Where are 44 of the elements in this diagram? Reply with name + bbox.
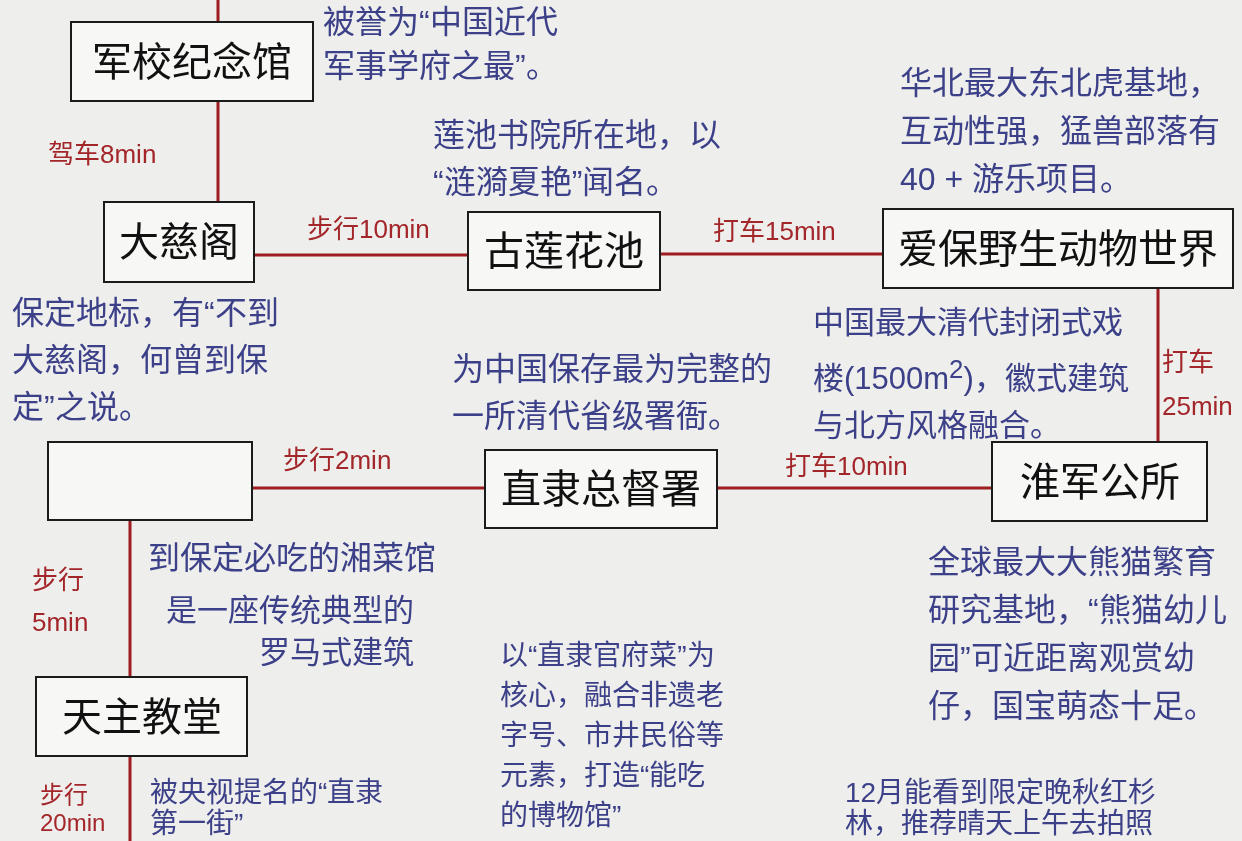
place-name: 爱保野生动物世界 bbox=[898, 225, 1218, 273]
place-box bbox=[882, 208, 1234, 289]
description-text: 莲池书院所在地，以“涟漪夏艳”闻名。 bbox=[433, 116, 722, 202]
place-name: 大慈阁 bbox=[119, 219, 239, 266]
travel-time-label: 步行5min bbox=[32, 564, 90, 639]
description-text: 为中国保存最为完整的一所清代省级署衙。 bbox=[452, 350, 773, 436]
route-line bbox=[718, 486, 991, 490]
description-text: 华北最大东北虎基地，互动性强，猛兽部落有 40 + 游乐项目。 bbox=[900, 64, 1221, 199]
travel-time-label: 驾车8min bbox=[48, 139, 158, 169]
travel-time-label: 打车15min bbox=[713, 216, 837, 246]
travel-time-label: 打车10min bbox=[785, 451, 909, 481]
route-line bbox=[1156, 289, 1160, 441]
description-text: 中国最大清代封闭式戏楼(1500m$^{2}$)，徽式建筑与北方风格融合。 bbox=[813, 304, 1130, 446]
route-line bbox=[661, 252, 882, 256]
description-text: 到保定必吃的湘菜馆 bbox=[148, 539, 437, 578]
route-line bbox=[216, 0, 220, 21]
place-name: 淮军公所 bbox=[1019, 458, 1180, 506]
route-line bbox=[128, 757, 132, 841]
description-text: 是一座传统典型的罗马式建筑 bbox=[165, 592, 414, 672]
place-box bbox=[70, 21, 314, 102]
travel-time-label: 打车25min bbox=[1162, 346, 1234, 423]
description-text: 以“直隶官府菜”为核心，融合非遗老字号、市井民俗等元素，打造“能吃的博物馆” bbox=[500, 639, 725, 833]
route-line bbox=[216, 102, 220, 201]
travel-time-label: 步行10min bbox=[307, 214, 431, 244]
place-box bbox=[467, 211, 661, 291]
description-text: 全球最大大熊猫繁育研究基地，“熊猫幼儿园”可近距离观赏幼仔，国宝萌态十足。 bbox=[928, 543, 1228, 726]
travel-time-label: 步行20min bbox=[40, 781, 107, 837]
place-name: 直隶总督署 bbox=[501, 466, 701, 513]
place-box bbox=[47, 441, 253, 521]
route-line bbox=[128, 521, 132, 676]
place-box bbox=[35, 676, 248, 757]
description-text: 被誉为“中国近代军事学府之最”。 bbox=[323, 3, 559, 86]
place-box bbox=[484, 449, 718, 529]
place-name: 古莲花池 bbox=[484, 228, 644, 275]
place-box bbox=[991, 441, 1208, 522]
route-line bbox=[255, 253, 467, 257]
travel-time-label: 步行2min bbox=[283, 445, 393, 475]
place-name: 天主教堂 bbox=[61, 693, 222, 741]
place-name: 军校纪念馆 bbox=[92, 38, 292, 86]
route-line bbox=[253, 486, 484, 490]
description-text: 保定地标，有“不到大慈阁，何曾到保定”之说。 bbox=[12, 294, 280, 427]
description-text: 12月能看到限定晚秋红杉林，推荐晴天上午去拍照 bbox=[845, 777, 1158, 839]
place-box bbox=[103, 201, 255, 283]
description-text: 被央视提名的“直隶第一街” bbox=[150, 777, 385, 839]
